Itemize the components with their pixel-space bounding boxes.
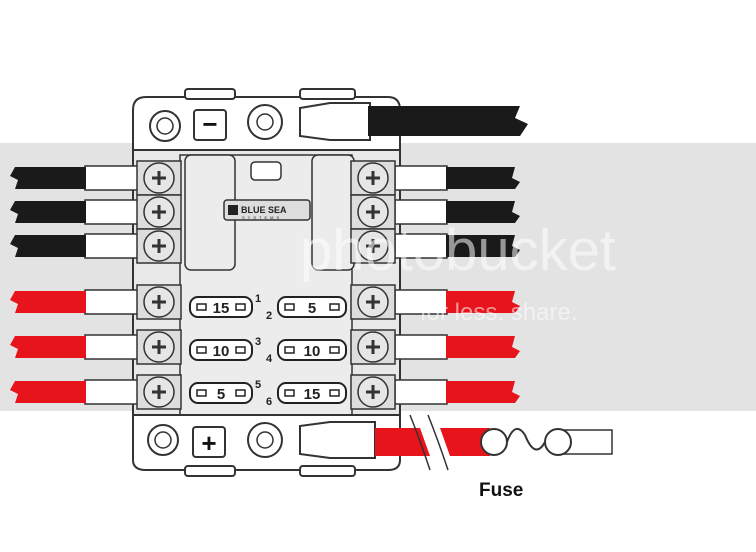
- left-wire-insulation: [84, 379, 141, 405]
- screw-cross-icon: [366, 171, 380, 185]
- inline-fuse-terminal-icon: [480, 428, 508, 456]
- right-wire-insulation: [394, 334, 448, 360]
- fuse-number: 6: [266, 396, 272, 408]
- screw-cross-icon: [152, 295, 166, 309]
- negative-lug: [299, 102, 371, 141]
- watermark-logo: photobucket: [300, 218, 616, 283]
- fuse-number: 5: [255, 379, 261, 391]
- screw-cross-icon: [366, 295, 380, 309]
- fuse-number: 1: [255, 293, 261, 305]
- fuse-blade-icon: [235, 346, 246, 354]
- negative-label-box: [193, 109, 227, 141]
- fuse-blade-icon: [196, 389, 207, 397]
- fuse-blade-icon: [284, 389, 295, 397]
- fuse-rating: 10: [304, 343, 321, 360]
- screw-cross-icon: [366, 205, 380, 219]
- fuse-blade-icon: [235, 303, 246, 311]
- left-wire: [10, 381, 86, 403]
- brand-plate: [223, 199, 311, 221]
- left-wire-insulation: [84, 233, 141, 259]
- screw-cross-icon: [366, 385, 380, 399]
- screw-cross-icon: [152, 171, 166, 185]
- blade-fuse[interactable]: [189, 382, 253, 404]
- negative-main-wire: [368, 106, 528, 136]
- screw-cross-icon: [366, 239, 380, 253]
- fuse-blade-icon: [329, 346, 340, 354]
- inline-fuse-element: [506, 427, 546, 451]
- positive-symbol: +: [201, 428, 216, 458]
- fuse-blade-icon: [329, 389, 340, 397]
- screw-cross-icon: [152, 205, 166, 219]
- fuse-blade-icon: [329, 303, 340, 311]
- blade-fuse[interactable]: [189, 339, 253, 361]
- fuse-blade-icon: [196, 346, 207, 354]
- watermark-subtext: for less. share.: [420, 299, 577, 326]
- left-wire: [10, 235, 86, 257]
- fuse-blade-icon: [196, 303, 207, 311]
- screw-cross-icon: [152, 385, 166, 399]
- left-wire-insulation: [84, 165, 141, 191]
- blade-fuse[interactable]: [189, 296, 253, 318]
- right-wire: [446, 201, 520, 223]
- blade-fuse[interactable]: [277, 339, 347, 361]
- fuse-number: 2: [266, 310, 272, 322]
- left-wire-insulation: [84, 334, 141, 360]
- fuse-rating: 10: [213, 343, 230, 360]
- right-wire-insulation: [394, 199, 448, 225]
- left-wire-insulation: [84, 199, 141, 225]
- left-wire-insulation: [84, 289, 141, 315]
- positive-main-wire: [375, 428, 430, 456]
- right-wire: [446, 336, 520, 358]
- left-wire: [10, 336, 86, 358]
- screw-cross-icon: [152, 340, 166, 354]
- positive-label-box: [192, 426, 226, 458]
- left-wire: [10, 291, 86, 313]
- blade-fuse[interactable]: [277, 382, 347, 404]
- negative-symbol: −: [202, 109, 217, 139]
- right-wire: [446, 291, 520, 313]
- fuse-number: 4: [266, 353, 273, 365]
- fuse-rating: 5: [217, 386, 225, 403]
- screw-cross-icon: [366, 340, 380, 354]
- fuse-number: 3: [255, 336, 261, 348]
- screw-cross-icon: [152, 239, 166, 253]
- fuse-blade-icon: [235, 389, 246, 397]
- fuse-rating: 5: [308, 300, 316, 317]
- brand-name: BLUE SEA: [241, 205, 287, 215]
- fuse-rating: 15: [304, 386, 321, 403]
- inline-fuse-label: Fuse: [479, 480, 523, 501]
- right-wire-insulation: [394, 165, 448, 191]
- right-wire: [446, 167, 520, 189]
- right-wire-insulation: [394, 289, 448, 315]
- fuse-blade-icon: [284, 346, 295, 354]
- fuse-blade-icon: [284, 303, 295, 311]
- fuse-rating: 15: [213, 300, 230, 317]
- brand-subname: SYSTEMS: [242, 215, 282, 220]
- positive-main-wire-continued: [440, 428, 490, 456]
- blade-fuse[interactable]: [277, 296, 347, 318]
- right-wire-insulation: [394, 379, 448, 405]
- right-wire: [446, 381, 520, 403]
- positive-lug: [299, 421, 376, 459]
- right-wire: [446, 235, 520, 257]
- inline-fuse-terminal-icon: [544, 428, 572, 456]
- left-wire: [10, 201, 86, 223]
- left-wire: [10, 167, 86, 189]
- brand-logo-icon: [228, 205, 238, 215]
